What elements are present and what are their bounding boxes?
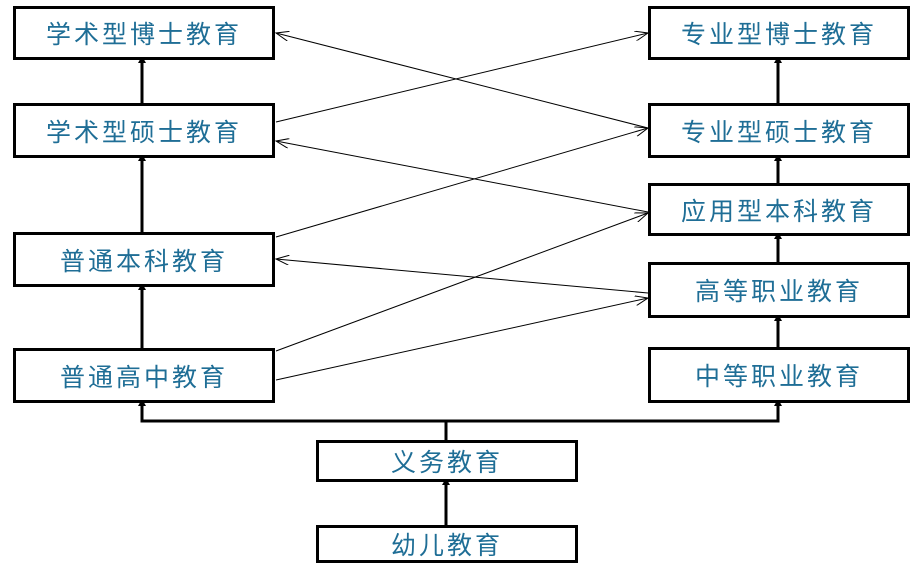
node-academic-master: 学术型硕士教育 [13,103,275,158]
node-secondary-vocational: 中等职业教育 [648,347,910,403]
edge-high-school-to-higher-voc [275,298,648,381]
edge-compulsory-branch [140,403,780,423]
node-professional-master: 专业型硕士教育 [648,103,910,158]
edge-high-school-to-applied-bachelor [275,213,648,352]
node-general-bachelor: 普通本科教育 [13,232,275,287]
node-general-high-school: 普通高中教育 [13,348,275,403]
node-higher-vocational: 高等职业教育 [648,262,910,318]
edge-academic-master-to-prof-doctor [275,33,648,123]
node-professional-doctor: 专业型博士教育 [648,6,910,60]
edge-higher-voc-to-general-bachelor [276,259,649,294]
edge-general-bachelor-to-prof-master [275,128,648,238]
edge-prof-master-to-academic-doctor [276,33,649,129]
node-academic-doctor: 学术型博士教育 [13,6,275,60]
node-preschool: 幼儿教育 [316,525,578,563]
edge-applied-bachelor-to-academic-master [276,141,649,213]
node-applied-bachelor: 应用型本科教育 [648,183,910,236]
node-compulsory: 义务教育 [316,440,578,482]
